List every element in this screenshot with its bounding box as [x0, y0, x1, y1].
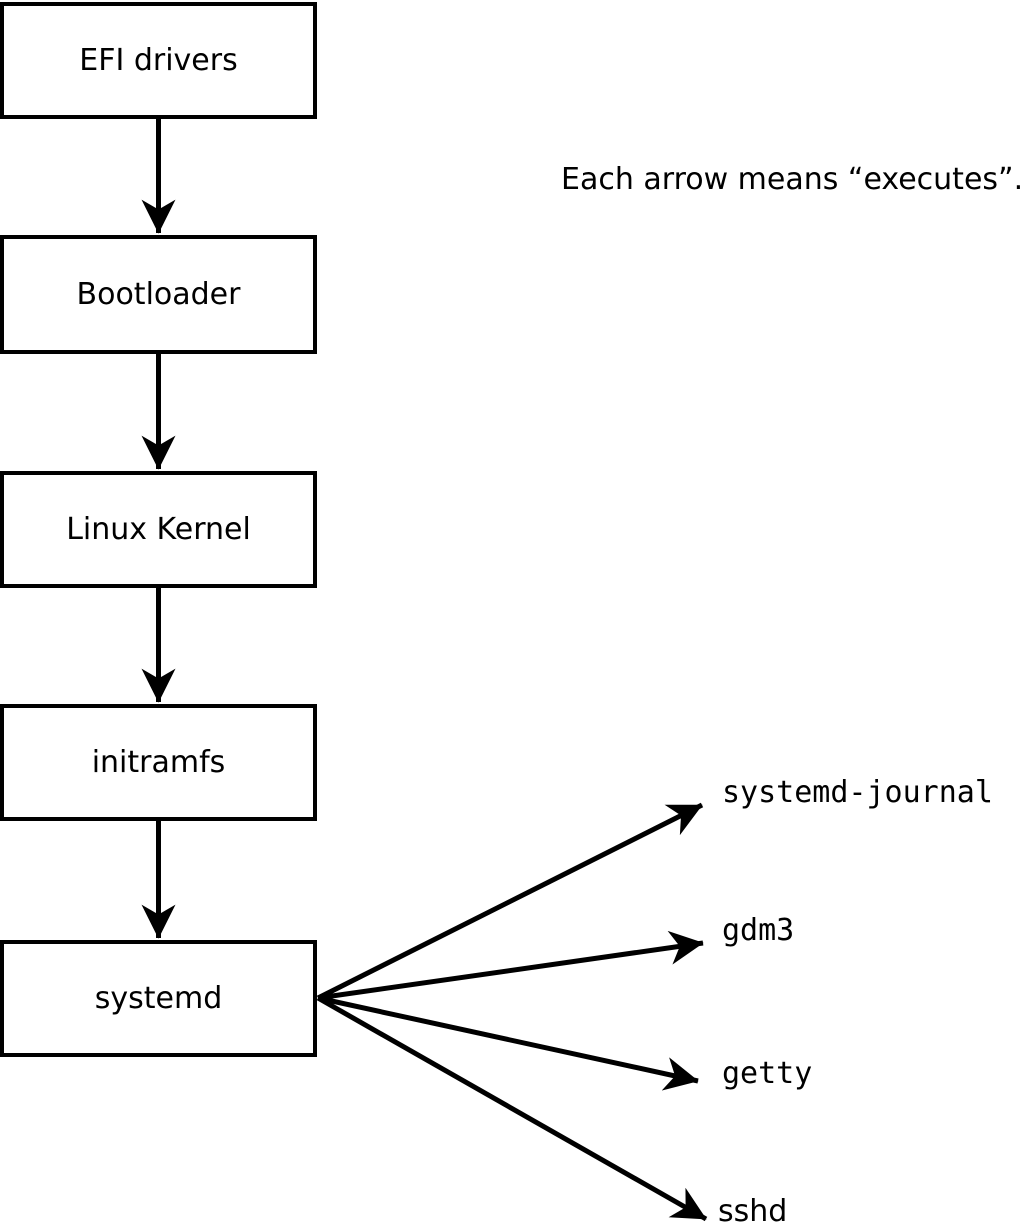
node-initramfs: initramfs — [0, 704, 317, 821]
node-linux-kernel-label: Linux Kernel — [66, 511, 251, 547]
node-systemd: systemd — [0, 940, 317, 1057]
node-efi-drivers-label: EFI drivers — [79, 42, 238, 78]
arrow-systemd-to-gdm3 — [317, 930, 704, 1001]
target-label-systemd-journal: systemd-journal — [722, 775, 993, 810]
node-bootloader-label: Bootloader — [76, 276, 241, 312]
node-linux-kernel: Linux Kernel — [0, 471, 317, 588]
target-label-sshd: sshd — [718, 1194, 788, 1229]
node-bootloader: Bootloader — [0, 235, 317, 354]
target-label-getty: getty — [722, 1056, 813, 1091]
node-efi-drivers: EFI drivers — [0, 2, 317, 119]
diagram-caption: Each arrow means “executes”. — [561, 162, 1023, 197]
arrow-systemd-to-getty — [317, 995, 699, 1091]
node-initramfs-label: initramfs — [91, 744, 226, 780]
target-label-gdm3: gdm3 — [722, 913, 795, 948]
arrow-systemd-to-journal — [316, 802, 704, 1001]
node-systemd-label: systemd — [94, 980, 223, 1016]
arrow-systemd-to-sshd — [316, 995, 708, 1222]
